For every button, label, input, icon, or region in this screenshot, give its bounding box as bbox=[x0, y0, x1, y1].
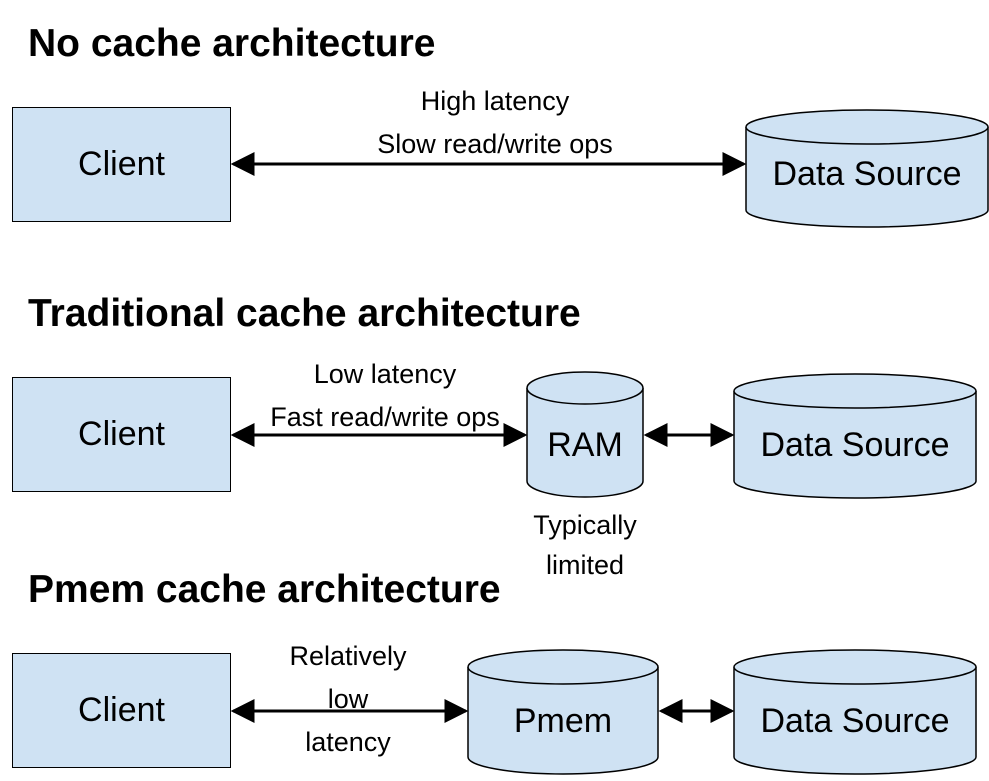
no-cache-data-source-label: Data Source bbox=[772, 155, 962, 193]
pmem-data-source-label: Data Source bbox=[760, 702, 950, 740]
pmem-link-label-2: low bbox=[327, 684, 369, 714]
no-cache-link-label-2: Slow read/write ops bbox=[377, 129, 613, 159]
pmem-link-label-1: Relatively bbox=[289, 641, 407, 671]
ram-note-line-2: limited bbox=[545, 550, 625, 580]
pmem-label: Pmem bbox=[513, 702, 613, 740]
pmem-cache-title: Pmem cache architecture bbox=[28, 568, 501, 611]
traditional-ram-cylinder bbox=[526, 371, 644, 498]
no-cache-data-source-cylinder bbox=[745, 109, 989, 228]
traditional-data-source-cylinder bbox=[733, 373, 977, 499]
pmem-client-box: Client bbox=[12, 653, 231, 768]
pmem-data-source-cylinder bbox=[733, 649, 977, 775]
traditional-data-source-label: Data Source bbox=[760, 426, 950, 464]
traditional-link-label-2: Fast read/write ops bbox=[270, 402, 500, 432]
no-cache-client-box: Client bbox=[12, 107, 231, 222]
traditional-cache-title: Traditional cache architecture bbox=[28, 292, 581, 335]
pmem-link-label-3: latency bbox=[305, 727, 391, 757]
pmem-cylinder bbox=[467, 649, 659, 775]
traditional-client-box: Client bbox=[12, 377, 231, 492]
traditional-ram-label: RAM bbox=[547, 426, 623, 464]
no-cache-link-label-1: High latency bbox=[420, 86, 570, 116]
ram-note-line-1: Typically bbox=[533, 510, 637, 540]
traditional-link-label-1: Low latency bbox=[313, 359, 457, 389]
no-cache-title: No cache architecture bbox=[28, 22, 436, 65]
